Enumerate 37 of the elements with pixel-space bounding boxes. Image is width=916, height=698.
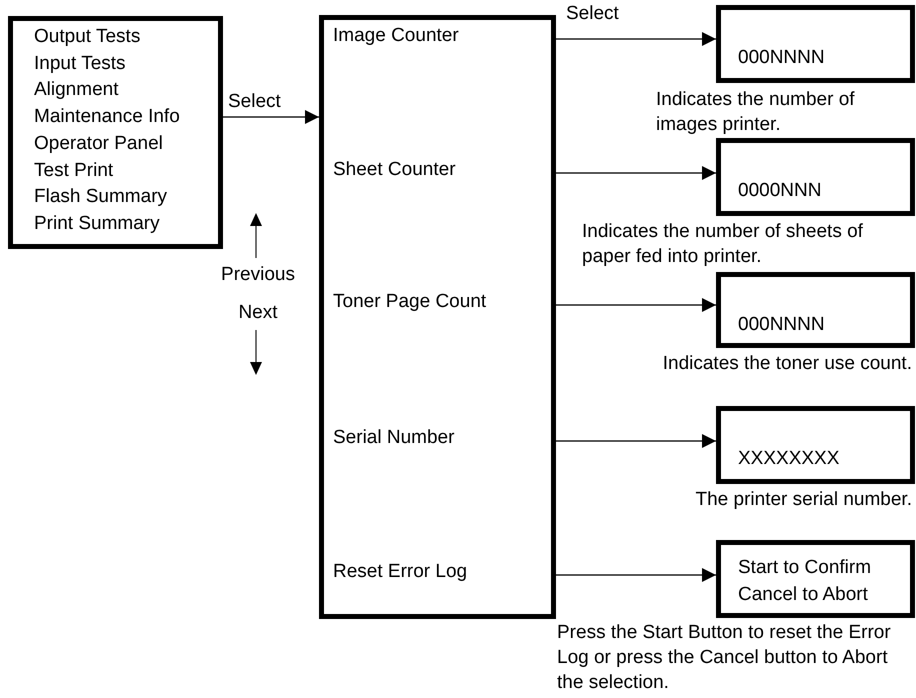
menu-item: Sheet Counter bbox=[333, 158, 456, 182]
description-text: Press the Start Button to reset the Error Log or press the Cancel button to Abort the selection. bbox=[557, 621, 892, 695]
menu-item: Print Summary bbox=[34, 212, 160, 236]
display-box bbox=[716, 138, 915, 216]
menu-item: Input Tests bbox=[34, 52, 126, 76]
menu-box bbox=[8, 16, 223, 249]
display-text: XXXXXXXX bbox=[738, 447, 840, 471]
arrow bbox=[556, 568, 716, 582]
arrow bbox=[223, 110, 319, 124]
display-text: Cancel to Abort bbox=[738, 583, 868, 607]
menu-item: Serial Number bbox=[333, 426, 454, 450]
menu-item: Toner Page Count bbox=[333, 290, 486, 314]
arrow bbox=[556, 32, 716, 46]
arrow bbox=[556, 298, 716, 312]
menu-item: Output Tests bbox=[34, 25, 140, 49]
menu-item: Image Counter bbox=[333, 24, 459, 48]
display-box bbox=[716, 272, 915, 348]
menu-item: Reset Error Log bbox=[333, 560, 468, 584]
display-box bbox=[716, 406, 915, 484]
description-text: Indicates the number of sheets of paper fed into printer. bbox=[582, 220, 864, 269]
description-text: Indicates the number of images printer. bbox=[656, 88, 856, 137]
submenu-box bbox=[319, 15, 556, 619]
arrow bbox=[556, 166, 716, 180]
menu-item: Operator Panel bbox=[34, 132, 163, 156]
display-text: 000NNNN bbox=[738, 46, 825, 70]
display-box bbox=[716, 540, 915, 618]
display-box bbox=[716, 5, 915, 83]
menu-item: Maintenance Info bbox=[34, 105, 180, 130]
menu-item: Flash Summary bbox=[34, 185, 168, 210]
display-text: 000NNNN bbox=[738, 313, 825, 337]
menu-item: Alignment bbox=[34, 78, 118, 102]
display-text: Start to Confirm bbox=[738, 556, 872, 580]
display-text: 0000NNN bbox=[738, 179, 822, 203]
arrow bbox=[556, 434, 716, 448]
description-text: The printer serial number. bbox=[694, 488, 912, 512]
menu-item: Test Print bbox=[34, 158, 114, 182]
description-text: Indicates the toner use count. bbox=[662, 352, 912, 376]
